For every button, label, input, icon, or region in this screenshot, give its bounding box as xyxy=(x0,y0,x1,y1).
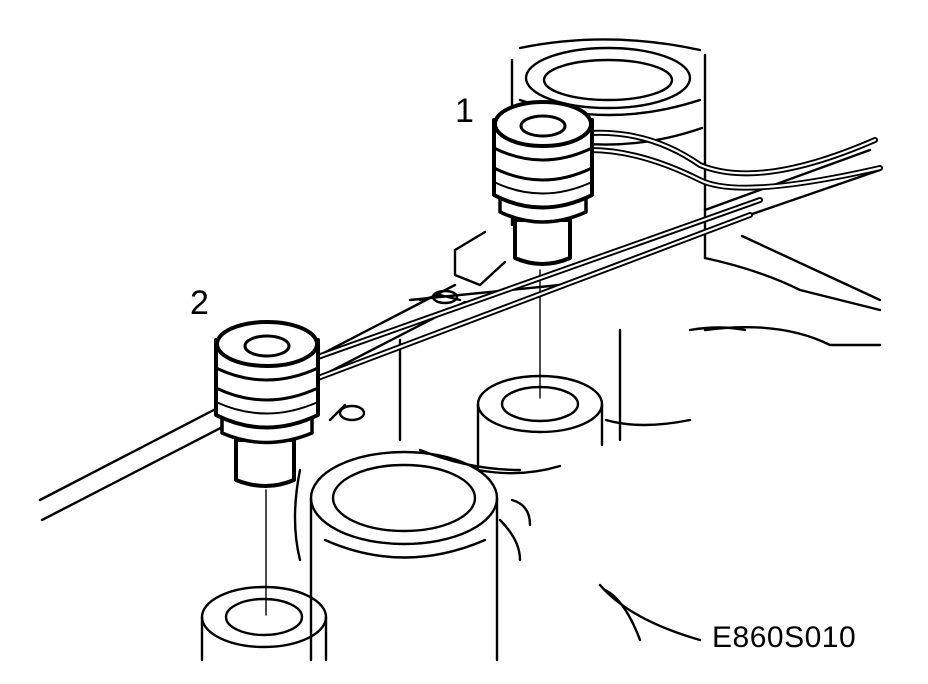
callout-label-1: 1 xyxy=(455,92,474,130)
connector-1 xyxy=(492,100,594,266)
figure-code: E860S010 xyxy=(712,621,857,654)
connector-2 xyxy=(214,320,320,488)
housing-outline xyxy=(38,38,882,662)
callout-label-2: 2 xyxy=(190,284,209,322)
wiring-harness xyxy=(312,129,883,381)
locating-lines xyxy=(265,269,541,616)
